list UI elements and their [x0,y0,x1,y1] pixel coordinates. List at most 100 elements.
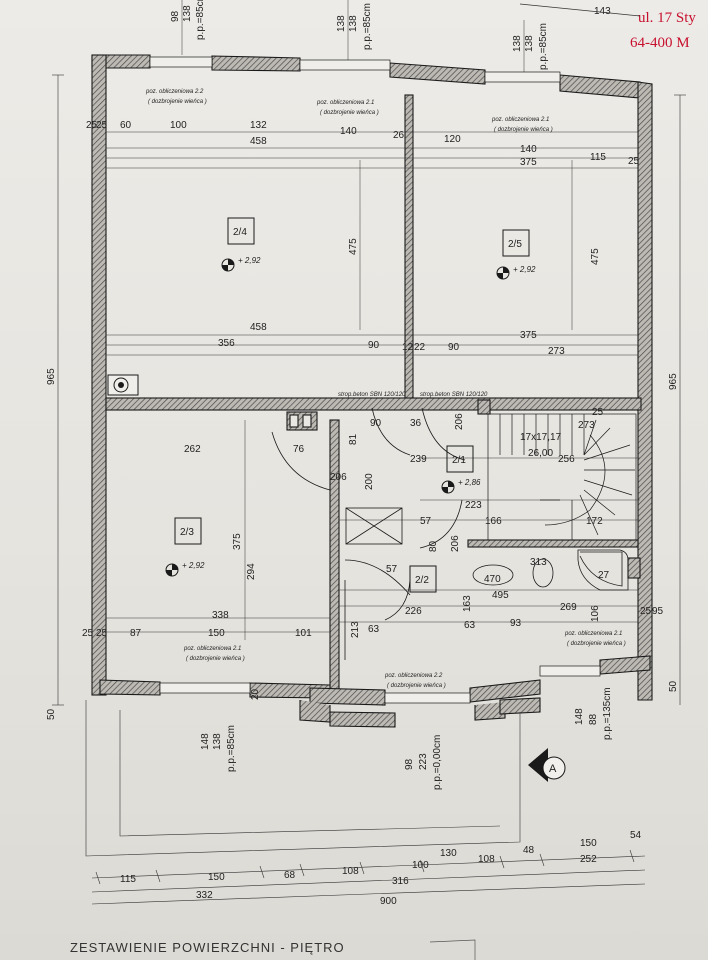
dimension-label: 25 [86,120,98,131]
note-w21-right: poz. obliczeniowa 2.1 [491,117,549,123]
dimension-label: 163 [462,595,473,612]
note-w21-bl-sub: ( dozbrojenie wieńca ) [186,656,245,662]
door-swings [271,407,466,660]
dimension-label: 36 [410,418,422,429]
dimension-label: 25 [82,628,94,639]
room-2-5-id: 2/5 [508,239,522,250]
top-dimension-number: 143 [594,6,611,17]
dimension-label: 120 [444,134,461,145]
dimension-label: 54 [630,830,642,841]
dimension-label: 900 [380,896,397,907]
dimension-label: 273 [578,420,595,431]
room-2-5-level: + 2,92 [513,265,536,274]
dimension-label: 115 [120,874,136,885]
dimension-label: 101 [295,628,312,639]
room-2-5-marker: 2/5 + 2,92 [496,229,536,280]
dimension-label: 100 [412,860,429,871]
dimension-label: 12 [402,342,414,353]
dimension-label: 206 [450,535,461,552]
dimension-label: 68 [284,870,296,881]
dimension-label: 200 [364,473,375,490]
staircase [487,413,637,541]
dimension-label: p.p.=85cm [226,725,237,772]
dims-top: 25 25 60 100 132 140 26 120 140 115 25 4… [86,120,640,357]
dimension-label: 252 [580,854,597,865]
dimension-label: 150 [208,872,225,883]
dimension-label: 87 [130,628,142,639]
dimension-label: 140 [520,144,537,155]
room-2-2-id: 2/2 [415,575,429,586]
dimension-label: 223 [465,500,482,511]
note-w21-br-sub: ( dozbrojenie wieńca ) [567,641,626,647]
dimension-label: 63 [368,624,380,635]
dimension-label: 25 [592,407,604,418]
dimension-label: 108 [342,866,359,877]
dimension-label: 138 [212,733,223,750]
dimension-label: 27 [598,570,610,581]
dimension-label: 166 [485,516,502,527]
right-50: 50 [668,680,679,692]
terrace-outline [85,700,521,857]
dimension-label: 95 [652,606,664,617]
dimension-label: 108 [478,854,495,865]
dimension-label: 25 [96,628,108,639]
dimension-label: 316 [392,876,409,887]
dims-hall: 273 25 90 36 206 76 81 262 239 256 200 2… [184,407,610,622]
note-w22-top: poz. obliczeniowa 2.2 [145,89,204,95]
dimension-label: p.p.=0,00cm [432,735,443,790]
dimension-label: 338 [212,610,229,621]
top-v-1: 98 [170,10,181,22]
room-2-2-marker: 2/2 [409,565,437,593]
room-2-1-id: 2/1 [452,455,466,466]
note-w21-bl: poz. obliczeniowa 2.1 [183,646,241,652]
dimension-label: 25 [96,120,108,131]
note-w22-bottom: poz. obliczeniowa 2.2 [384,673,443,679]
dimension-label: 80 [428,540,439,552]
room-2-4-level: + 2,92 [238,256,261,265]
dimension-label: 332 [196,890,213,901]
dimension-label: 294 [246,563,257,580]
top-v-7: 138 [512,35,523,52]
bathroom-fixtures [472,549,629,591]
note-w21-right-sub: ( dozbrojenie wieńca ) [494,127,553,133]
dimension-label: 115 [590,152,606,163]
dimension-label: 90 [448,342,460,353]
top-v-5: 138 [348,15,359,32]
dimension-label: 106 [590,605,601,622]
dimension-label: 130 [440,848,457,859]
note-w21-br: poz. obliczeniowa 2.1 [564,631,622,637]
dimension-label: 470 [484,574,501,585]
room-2-4-id: 2/4 [233,227,247,238]
dimension-label: 48 [523,845,535,856]
dimension-label: 375 [520,157,537,168]
stair-run: 26,00 [528,448,553,459]
dimension-label: 57 [420,516,432,527]
dimension-label: 206 [454,413,465,430]
top-v-9: p.p.=85cm [538,23,549,70]
address-line-1: ul. 17 Sty [638,10,696,26]
note-w21-top: poz. obliczeniowa 2.1 [316,100,374,106]
dimension-label: 223 [418,753,429,770]
dimension-label: 273 [548,346,565,357]
note-w22-top-sub: ( dozbrojenie wieńca ) [148,99,207,105]
dimension-label: 57 [386,564,398,575]
room-2-1-level: + 2,86 [458,478,481,487]
dimension-label: 458 [250,136,267,147]
top-v-8: 138 [524,35,535,52]
dimension-label: 475 [590,248,601,265]
walls [91,54,653,728]
dimension-label: 90 [370,418,382,429]
dimension-label: 90 [368,340,380,351]
dimension-label: 25 [628,156,640,167]
top-v-3: p.p.=85cm [195,0,206,40]
dimension-label: 81 [348,433,359,445]
dimension-label: 375 [232,533,243,550]
overall-height-right: 965 [668,373,679,390]
dimension-label: 140 [340,126,357,137]
dimension-label: 60 [120,120,132,131]
bottom-dimension-chains: 130 150 48 150 54 252 115 150 68 108 100… [91,830,646,907]
dimension-label: 475 [348,238,359,255]
top-v-6: p.p.=85cm [362,3,373,50]
left-50: 50 [46,708,57,720]
dimension-label: 172 [586,516,603,527]
